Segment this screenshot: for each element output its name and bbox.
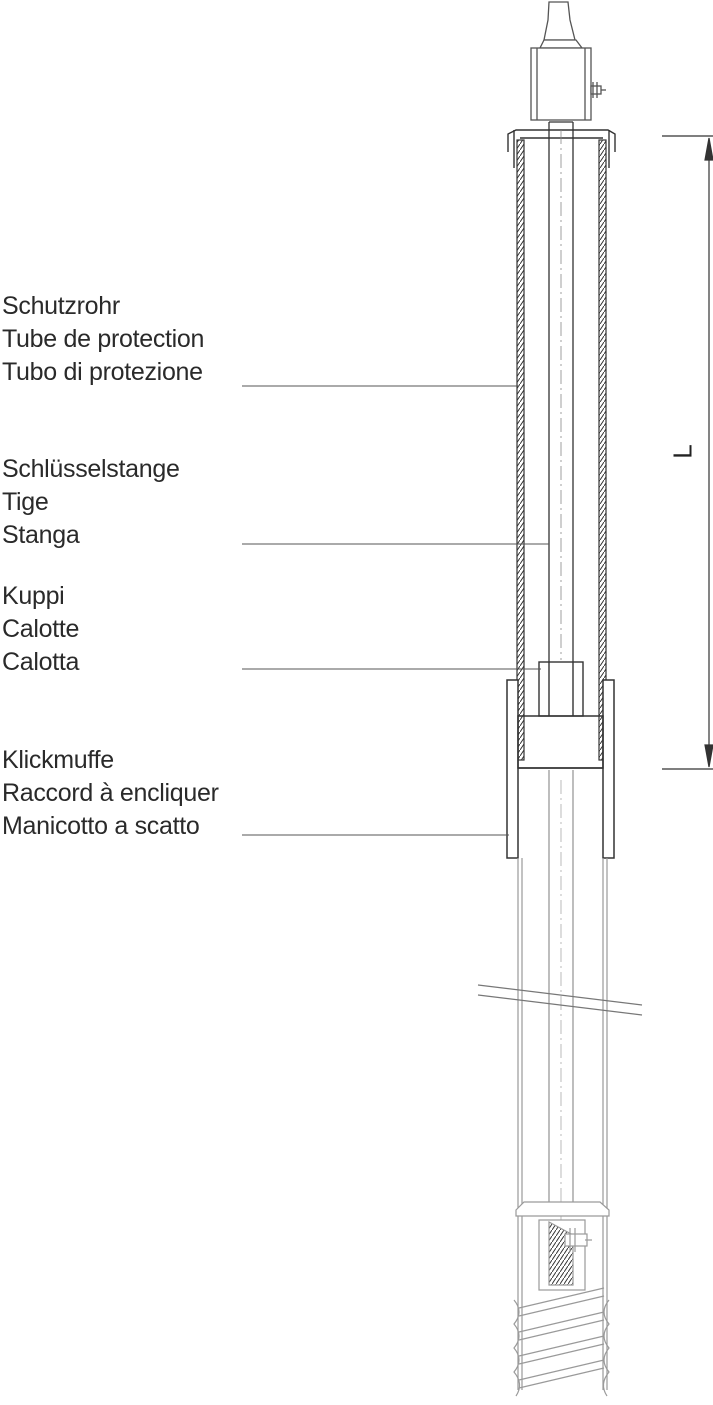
lower-pipe xyxy=(477,858,643,1397)
callout-line: Schlüsselstange xyxy=(2,455,180,483)
callout-line: Manicotto a scatto xyxy=(2,812,200,840)
callout-line: Calotte xyxy=(2,615,80,643)
key-rod xyxy=(548,121,574,1220)
dimension-l xyxy=(662,135,713,770)
callout-line: Stanga xyxy=(2,521,80,549)
calotte xyxy=(538,661,584,717)
click-coupling xyxy=(506,679,615,859)
callout-line: Kuppi xyxy=(2,582,65,610)
key-cap xyxy=(530,1,606,121)
leader-lines xyxy=(242,385,549,836)
callout-line: Tube de protection xyxy=(2,325,205,353)
callout-key-rod: Schlüsselstange Tige Stanga xyxy=(2,453,180,552)
callout-line: Tige xyxy=(2,488,49,516)
callout-click-coupling: Klickmuffe Raccord à encliquer Manicotto… xyxy=(2,744,219,843)
callout-line: Klickmuffe xyxy=(2,746,114,774)
callout-line: Schutzrohr xyxy=(2,292,120,320)
dimension-label: L xyxy=(667,444,698,459)
callout-protective-tube: Schutzrohr Tube de protection Tubo di pr… xyxy=(2,290,204,389)
callout-line: Raccord à encliquer xyxy=(2,779,219,807)
callout-line: Tubo di protezione xyxy=(2,358,203,386)
tube-cap-flange xyxy=(507,129,616,168)
callout-line: Calotta xyxy=(2,648,80,676)
callout-calotte: Kuppi Calotte Calotta xyxy=(2,580,79,679)
